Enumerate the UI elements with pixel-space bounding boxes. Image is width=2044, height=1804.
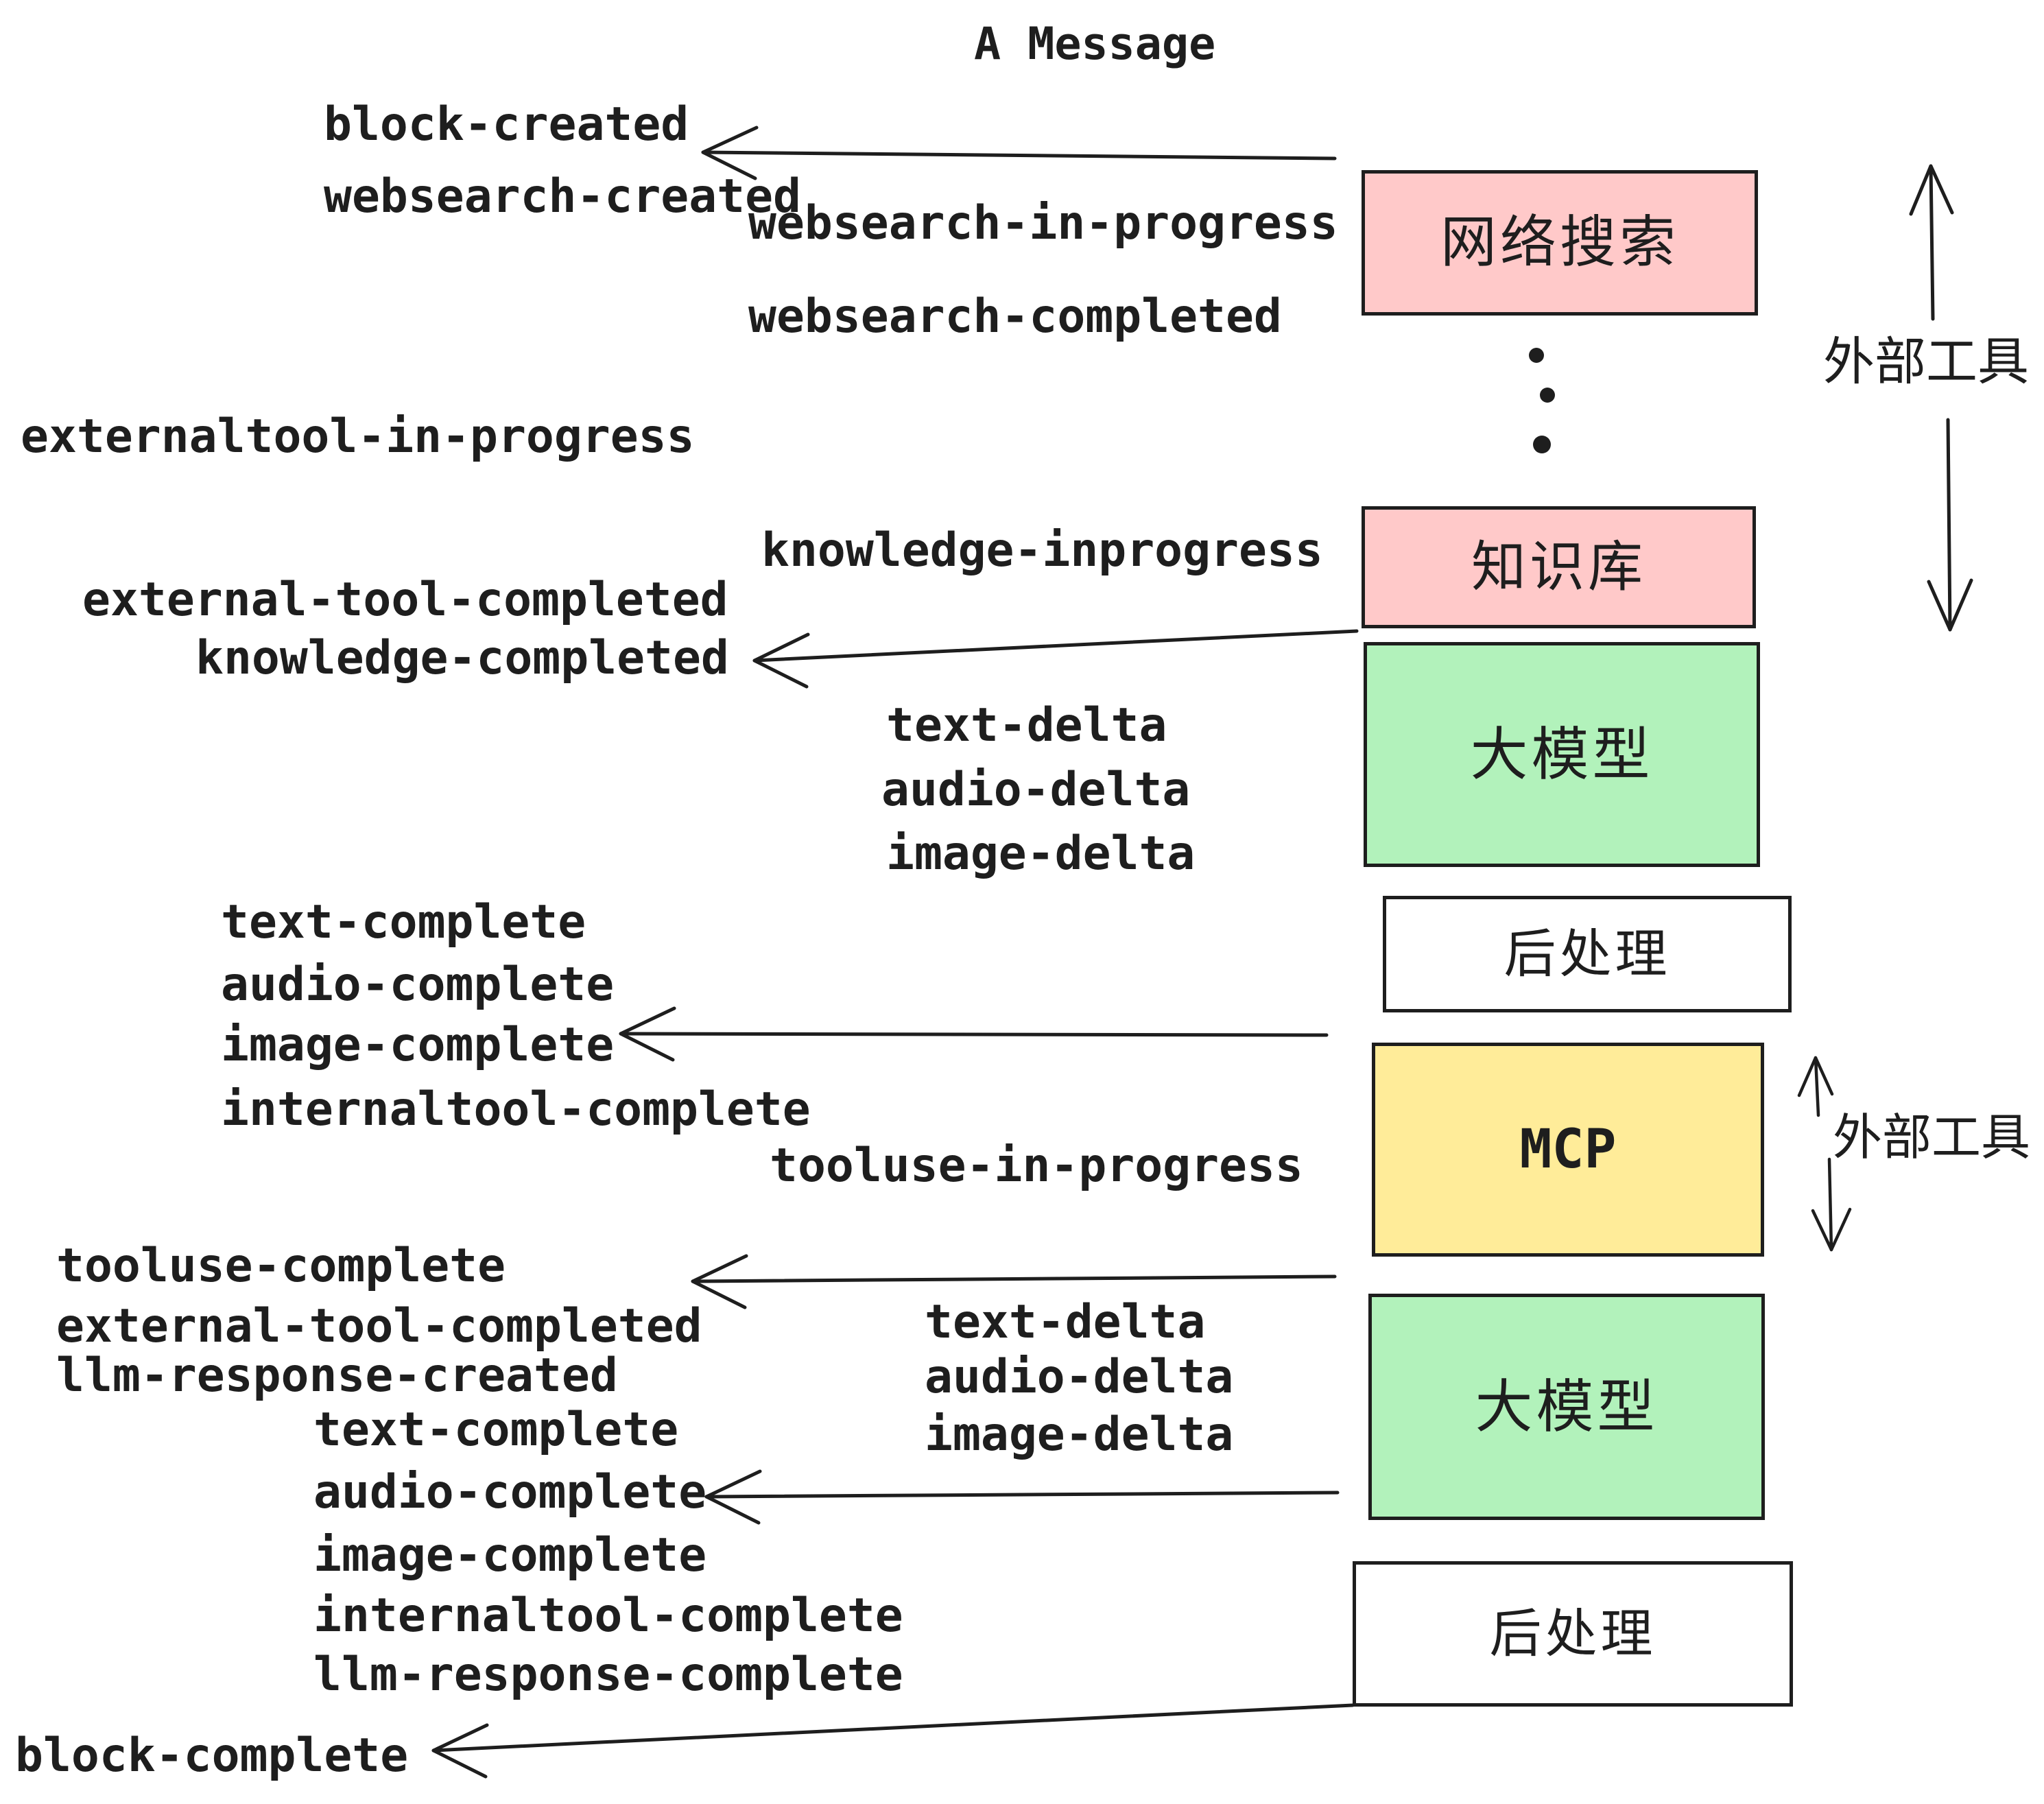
event-text-delta-2: text-delta: [925, 1295, 1206, 1349]
event-audio-delta-2: audio-delta: [925, 1350, 1234, 1404]
diagram-title: A Message: [974, 19, 1216, 70]
box-websearch: 网络搜索: [1362, 170, 1758, 316]
arrow-postprocess-to-block-complete: [431, 1703, 1355, 1779]
external-tools-label-top: 外部工具: [1823, 331, 2030, 392]
box-postprocess-1: 后处理: [1383, 896, 1792, 1012]
event-externaltool-in-progress: externaltool-in-progress: [21, 410, 695, 464]
event-audio-complete-2: audio-complete: [313, 1465, 707, 1519]
event-websearch-created: websearch-created: [324, 169, 801, 224]
event-text-delta-1: text-delta: [886, 698, 1167, 752]
event-tooluse-in-progress: tooluse-in-progress: [770, 1139, 1303, 1193]
event-external-tool-completed-2: external-tool-completed: [56, 1299, 702, 1353]
event-knowledge-completed: knowledge-completed: [195, 631, 729, 685]
arrow-llm1-to-image-complete: [619, 1006, 1329, 1062]
external-tools-down-arrow-top: [1927, 418, 1973, 632]
event-block-created: block-created: [324, 97, 689, 152]
event-websearch-in-progress: websearch-in-progress: [748, 196, 1338, 250]
event-llm-response-complete: llm-response-complete: [313, 1648, 903, 1702]
event-audio-complete-1: audio-complete: [221, 958, 615, 1012]
box-postprocess-2-label: 后处理: [1489, 1603, 1656, 1664]
event-text-complete-1: text-complete: [221, 895, 586, 949]
event-internaltool-complete-2: internaltool-complete: [313, 1589, 903, 1643]
event-knowledge-inprogress: knowledge-inprogress: [761, 523, 1323, 578]
vertical-ellipsis-icon: [1529, 348, 1555, 453]
box-mcp-label: MCP: [1519, 1119, 1617, 1180]
box-llm-1: 大模型: [1364, 642, 1760, 867]
event-image-delta-1: image-delta: [886, 827, 1196, 881]
box-postprocess-2: 后处理: [1353, 1561, 1793, 1707]
external-tools-up-arrow-top: [1909, 164, 1954, 321]
event-external-tool-completed-1: external-tool-completed: [82, 573, 728, 627]
event-image-complete-2: image-complete: [313, 1528, 707, 1582]
box-llm-2-label: 大模型: [1475, 1373, 1659, 1440]
external-tools-label-mcp: 外部工具: [1833, 1108, 2031, 1166]
box-websearch-label: 网络搜索: [1440, 210, 1679, 275]
box-postprocess-1-label: 后处理: [1504, 923, 1671, 984]
event-internaltool-complete-1: internaltool-complete: [221, 1082, 811, 1137]
external-tools-down-arrow-mcp: [1811, 1157, 1852, 1252]
event-audio-delta-1: audio-delta: [881, 763, 1191, 817]
event-websearch-completed: websearch-completed: [748, 289, 1282, 344]
box-mcp: MCP: [1372, 1043, 1764, 1257]
event-text-complete-2: text-complete: [313, 1403, 679, 1457]
box-llm-2: 大模型: [1368, 1294, 1765, 1520]
event-tooluse-complete: tooluse-complete: [56, 1239, 506, 1293]
box-knowledge-base-label: 知识库: [1471, 535, 1646, 599]
event-block-complete: block-complete: [15, 1729, 409, 1783]
external-tools-up-arrow-mcp: [1797, 1056, 1834, 1117]
arrow-knowledge-to-knowledge-completed: [752, 629, 1359, 689]
event-llm-response-created: llm-response-created: [56, 1349, 618, 1403]
arrow-llm2-to-audio-complete: [704, 1469, 1340, 1525]
event-image-delta-2: image-delta: [925, 1408, 1234, 1462]
event-image-complete-1: image-complete: [221, 1018, 615, 1072]
box-knowledge-base: 知识库: [1362, 506, 1756, 628]
box-llm-1-label: 大模型: [1470, 721, 1654, 788]
